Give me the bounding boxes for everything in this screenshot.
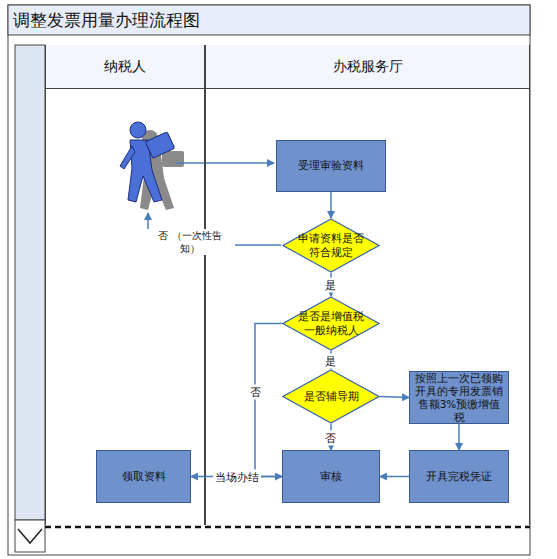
decision-text: 申请资料是否符合规定 [297,232,365,260]
process-box: 领取资料 [96,450,191,503]
decision-diamond: 是否是增值税一般纳税人 [282,296,380,351]
decision-diamond: 是否辅导期 [282,369,380,424]
flow-arrow [458,424,460,450]
process-box: 开具完税凭证 [409,450,509,503]
lane-heading: 办税服务厅 [206,45,529,89]
text-wrap: 受理审验资料 [281,159,381,173]
process-box: 按照上一次已领购开具的专用发票销售额3%预缴增值税 [409,371,509,424]
process-text: 开具完税凭证 [414,470,504,484]
edge-label: 否 [248,385,263,400]
flow-arrow [255,324,282,477]
edge-label: 当场办结 [213,470,261,485]
diamond-shape [283,370,379,423]
text-wrap: 领取资料 [99,470,189,484]
edge-label: 是 [323,354,338,369]
process-text: 领取资料 [99,470,189,484]
text-wrap: 开具完税凭证 [414,470,504,484]
process-text: 审核 [286,470,376,484]
text-wrap: 是否是增值税一般纳税人 [297,310,365,338]
side-band-end [15,520,45,552]
outer-frame [8,5,530,555]
edge-label: 否 [323,431,338,446]
flow-arrow [330,192,332,218]
process-box: 审核 [282,450,380,503]
text-wrap: 按照上一次已领购开具的专用发票销售额3%预缴增值税 [414,372,504,424]
process-box: 受理审验资料 [276,140,386,192]
flow-arrow [380,476,409,478]
lane-heading: 纳税人 [46,45,204,89]
swimlane: 办税服务厅受理审验资料申请资料是否符合规定是否是增值税一般纳税人是否辅导期 按照上… [205,45,530,525]
chevron [18,529,42,543]
diamond-shape [283,297,379,350]
person-icon [120,122,184,210]
note-label: 否 （一次性告知） [145,229,235,255]
text-wrap: 审核 [286,470,376,484]
text-wrap: 申请资料是否符合规定 [297,232,365,260]
decision-text: 是否辅导期 [297,390,365,404]
edge-label: 是 [323,278,338,293]
swimlane: 纳税人领取资料 [45,45,205,525]
flow-arrow [380,397,409,398]
title-band [8,5,530,35]
text-wrap: 是否辅导期 [297,390,365,404]
side-band [15,45,45,520]
diamond-shape [283,219,379,272]
diagram-title: 调整发票用量办理流程图 [13,9,200,31]
decision-diamond: 申请资料是否符合规定 [282,218,380,273]
process-text: 受理审验资料 [281,159,381,173]
decision-text: 是否是增值税一般纳税人 [297,310,365,338]
process-text: 按照上一次已领购开具的专用发票销售额3%预缴增值税 [414,372,504,424]
dashed-divider [45,526,530,529]
person-arrow [176,162,274,164]
